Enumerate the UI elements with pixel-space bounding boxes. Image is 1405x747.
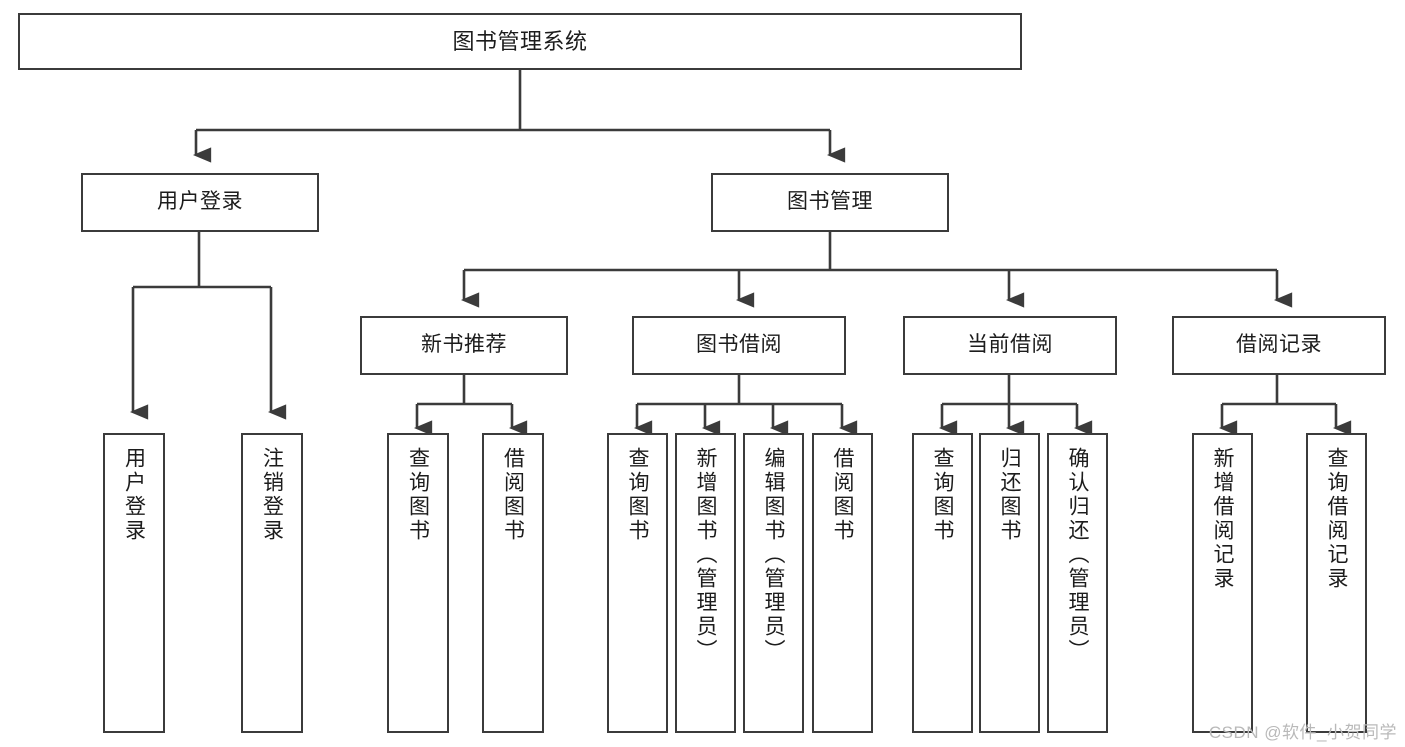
node-leaf-add-book-admin[interactable]: 新增图书（管理员） bbox=[675, 433, 736, 733]
node-leaf-borrow-book-new[interactable]: 借阅图书 bbox=[482, 433, 544, 733]
node-label: 查询借阅记录 bbox=[1325, 447, 1348, 591]
node-label: 确认归还（管理员） bbox=[1066, 447, 1089, 663]
node-label: 查询图书 bbox=[406, 447, 430, 543]
node-label: 图书管理系统 bbox=[452, 28, 588, 54]
node-label: 新增图书（管理员） bbox=[694, 447, 717, 663]
node-label: 用户登录 bbox=[122, 447, 146, 543]
node-leaf-user-login[interactable]: 用户登录 bbox=[103, 433, 165, 733]
node-new-book-recommend[interactable]: 新书推荐 bbox=[360, 316, 568, 375]
node-root-book-management-system[interactable]: 图书管理系统 bbox=[18, 13, 1022, 70]
node-user-login[interactable]: 用户登录 bbox=[81, 173, 319, 232]
node-label: 查询图书 bbox=[626, 447, 649, 543]
node-label: 借阅图书 bbox=[831, 447, 854, 543]
node-label: 借阅记录 bbox=[1236, 333, 1322, 357]
node-current-borrow[interactable]: 当前借阅 bbox=[903, 316, 1117, 375]
node-leaf-add-borrow-record[interactable]: 新增借阅记录 bbox=[1192, 433, 1253, 733]
node-label: 图书借阅 bbox=[696, 333, 782, 357]
node-leaf-query-book-borrow[interactable]: 查询图书 bbox=[607, 433, 668, 733]
node-label: 编辑图书（管理员） bbox=[762, 447, 785, 663]
node-leaf-return-book[interactable]: 归还图书 bbox=[979, 433, 1040, 733]
node-label: 新书推荐 bbox=[421, 333, 507, 357]
node-label: 查询图书 bbox=[931, 447, 954, 543]
node-book-management[interactable]: 图书管理 bbox=[711, 173, 949, 232]
node-label: 注销登录 bbox=[260, 447, 284, 543]
node-leaf-edit-book-admin[interactable]: 编辑图书（管理员） bbox=[743, 433, 804, 733]
node-label: 借阅图书 bbox=[501, 447, 525, 543]
node-leaf-query-borrow-record[interactable]: 查询借阅记录 bbox=[1306, 433, 1367, 733]
node-label: 图书管理 bbox=[787, 190, 873, 214]
csdn-watermark: CSDN @软件_小贺同学 bbox=[1208, 723, 1397, 742]
node-book-borrow[interactable]: 图书借阅 bbox=[632, 316, 846, 375]
node-label: 当前借阅 bbox=[967, 333, 1053, 357]
node-label: 新增借阅记录 bbox=[1211, 447, 1234, 591]
node-label: 用户登录 bbox=[157, 190, 243, 214]
node-leaf-logout[interactable]: 注销登录 bbox=[241, 433, 303, 733]
node-label: 归还图书 bbox=[998, 447, 1021, 543]
node-leaf-query-book-current[interactable]: 查询图书 bbox=[912, 433, 973, 733]
node-leaf-borrow-book[interactable]: 借阅图书 bbox=[812, 433, 873, 733]
node-leaf-confirm-return-admin[interactable]: 确认归还（管理员） bbox=[1047, 433, 1108, 733]
node-leaf-query-book-new[interactable]: 查询图书 bbox=[387, 433, 449, 733]
node-borrow-record[interactable]: 借阅记录 bbox=[1172, 316, 1386, 375]
